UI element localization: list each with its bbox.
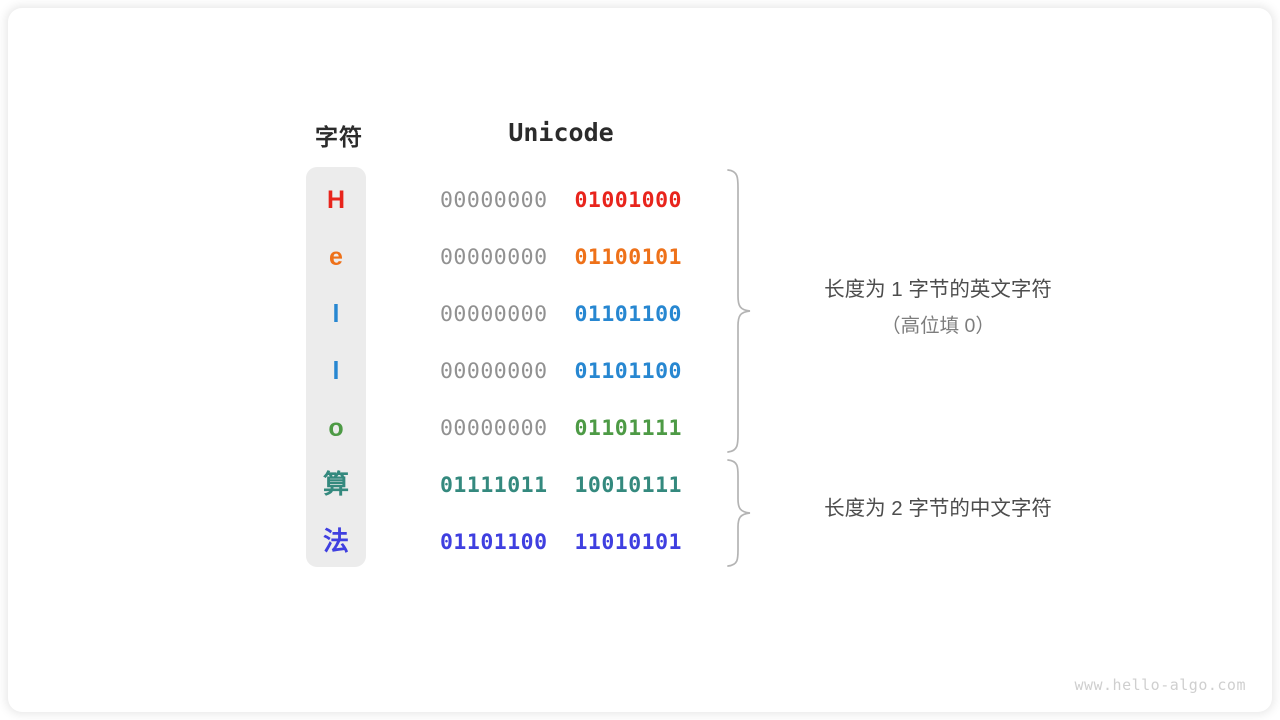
row-unicode-bits: 00000000 01101100 (428, 286, 694, 343)
diagram-stage: 字符 Unicode H 00000000 01001000 e 00000000 0… (8, 8, 1272, 712)
row-character: l (332, 357, 340, 385)
brace-single-byte (727, 169, 751, 453)
annotation-single-byte: 长度为 1 字节的英文字符 （高位填 0） (778, 272, 1098, 344)
annotation-single-byte-note: （高位填 0） (881, 315, 995, 337)
encoding-row: 法 01101100 11010101 (8, 514, 1272, 571)
watermark-url: www.hello-algo.com (1074, 676, 1246, 694)
row-low-byte: 01101100 (574, 302, 682, 327)
encoding-row: e 00000000 01100101 (8, 229, 1272, 286)
row-high-byte: 00000000 (439, 302, 548, 327)
row-high-byte: 00000000 (439, 359, 548, 384)
row-unicode-bits: 01111011 10010111 (428, 457, 694, 514)
figure-card: 字符 Unicode H 00000000 01001000 e 00000000 0… (8, 8, 1272, 712)
encoding-row: l 00000000 01101100 (8, 286, 1272, 343)
row-low-byte: 01101100 (574, 359, 682, 384)
character-column-background (306, 167, 366, 567)
encoding-row: 算 01111011 10010111 (8, 457, 1272, 514)
row-high-byte: 00000000 (439, 188, 548, 213)
column-header-character: 字符 (315, 124, 363, 150)
row-unicode-bits: 01101100 11010101 (428, 514, 694, 571)
encoding-row: l 00000000 01101100 (8, 343, 1272, 400)
row-character: l (332, 300, 340, 328)
row-low-byte: 10010111 (574, 473, 682, 498)
row-low-byte: 01100101 (574, 245, 682, 270)
row-unicode-bits: 00000000 01101100 (428, 343, 694, 400)
row-unicode-bits: 00000000 01101111 (428, 400, 694, 457)
row-low-byte: 01101111 (574, 416, 682, 441)
column-header-unicode: Unicode (508, 118, 614, 147)
row-character: 算 (322, 470, 349, 500)
annotation-single-byte-main: 长度为 1 字节的英文字符 (824, 278, 1052, 301)
annotation-double-byte-main: 长度为 2 字节的中文字符 (824, 497, 1052, 520)
row-unicode-bits: 00000000 01100101 (428, 229, 694, 286)
annotation-double-byte: 长度为 2 字节的中文字符 (778, 491, 1098, 527)
encoding-row: o 00000000 01101111 (8, 400, 1272, 457)
row-high-byte: 01111011 (439, 473, 548, 498)
row-high-byte: 00000000 (439, 416, 548, 441)
row-low-byte: 11010101 (574, 530, 682, 555)
row-character: e (329, 243, 343, 271)
row-high-byte: 01101100 (439, 530, 548, 555)
row-low-byte: 01001000 (574, 188, 682, 213)
row-character: o (328, 414, 344, 442)
row-unicode-bits: 00000000 01001000 (428, 172, 694, 229)
row-character: H (326, 186, 346, 214)
encoding-row: H 00000000 01001000 (8, 172, 1272, 229)
row-character: 法 (322, 527, 349, 557)
row-high-byte: 00000000 (439, 245, 548, 270)
brace-double-byte (727, 459, 751, 567)
